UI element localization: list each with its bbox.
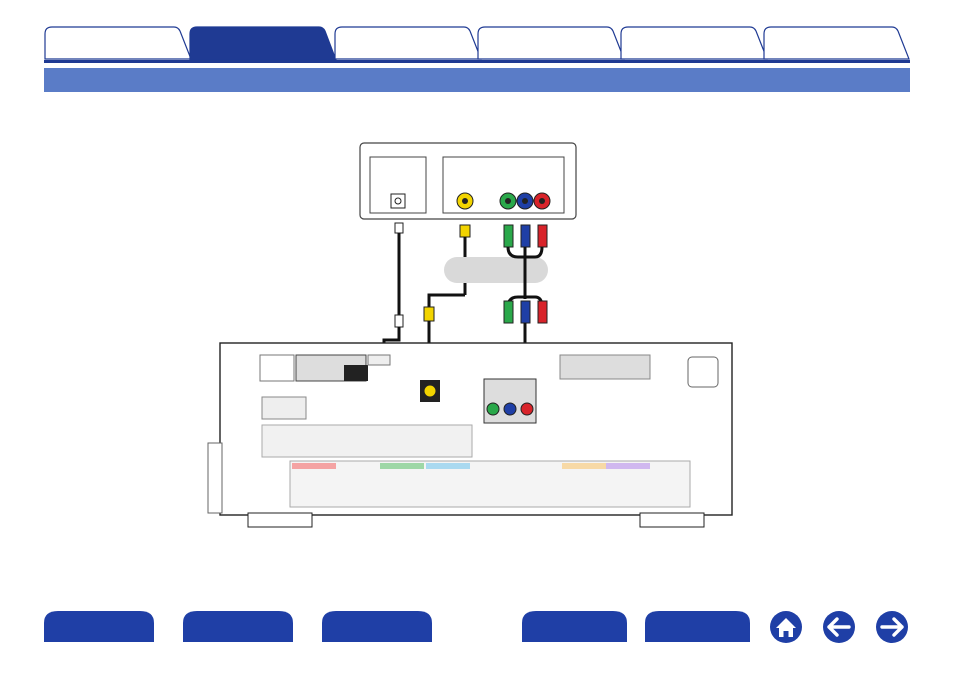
av-receiver-rear-panel bbox=[207, 342, 733, 528]
tab-underline bbox=[44, 60, 910, 63]
home-button[interactable] bbox=[769, 610, 803, 644]
home-icon bbox=[770, 611, 802, 643]
tab-1[interactable] bbox=[44, 26, 192, 60]
optical-cable bbox=[382, 222, 404, 353]
tab-4[interactable] bbox=[477, 26, 625, 60]
bottom-nav-button-2[interactable] bbox=[183, 609, 293, 642]
tab-3[interactable] bbox=[334, 26, 482, 60]
bottom-nav-button-3[interactable] bbox=[322, 609, 432, 642]
tab-2[interactable] bbox=[189, 26, 337, 60]
arrow-right-icon bbox=[876, 611, 908, 643]
cable-label-pill bbox=[444, 257, 548, 283]
bottom-nav-button-4[interactable] bbox=[522, 609, 627, 642]
bottom-nav-button-1[interactable] bbox=[44, 609, 154, 642]
forward-button[interactable] bbox=[875, 610, 909, 644]
source-device bbox=[359, 142, 577, 220]
arrow-left-icon bbox=[823, 611, 855, 643]
connection-diagram bbox=[207, 142, 733, 528]
tab-6[interactable] bbox=[763, 26, 910, 60]
back-button[interactable] bbox=[822, 610, 856, 644]
bottom-nav-button-5[interactable] bbox=[645, 609, 750, 642]
section-header-bar bbox=[44, 68, 910, 92]
top-tab-strip bbox=[44, 26, 910, 62]
tab-5[interactable] bbox=[620, 26, 768, 60]
